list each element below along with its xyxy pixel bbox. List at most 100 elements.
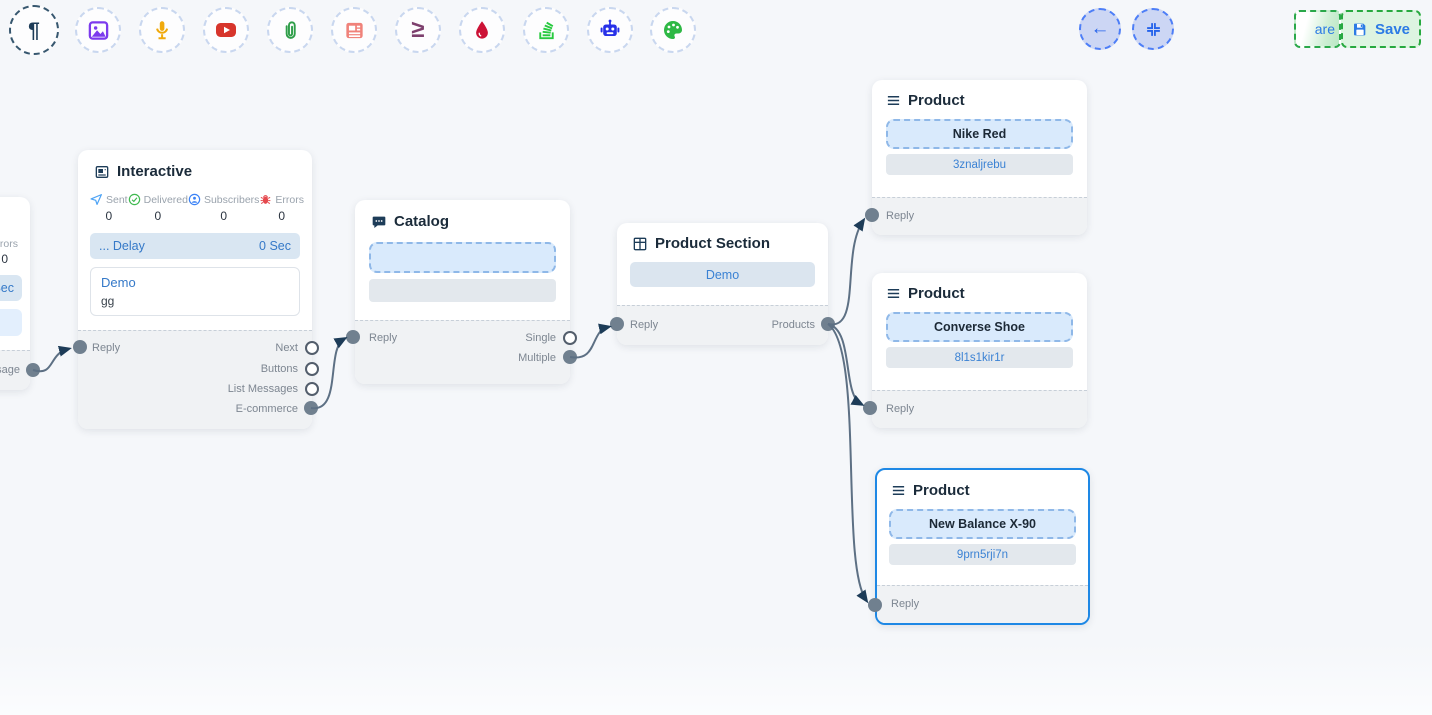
stack-icon [538,21,554,39]
fit-view-button[interactable] [1132,8,1174,50]
product-id: 9prn5rji7n [956,548,1009,561]
output-handle[interactable] [563,331,577,345]
message-node-footer: essage [0,350,30,390]
product-node-header: Product [872,80,1087,109]
send-icon [90,194,102,205]
product-section-footer: Reply Products [617,305,828,345]
output-single[interactable]: Single [525,331,577,345]
share-button-label: are [1314,21,1335,37]
compress-icon [1146,22,1160,36]
catalog-icon [372,216,386,228]
product-node-footer: Reply [872,197,1087,235]
output-multiple[interactable]: Multiple [518,351,577,365]
reply-input-label: Reply [886,403,915,415]
product-name: Converse Shoe [933,320,1025,334]
message-node-partial[interactable]: Errors 0 Sec essage [0,197,30,390]
product-id-box[interactable]: 9prn5rji7n [889,544,1076,565]
product-id: 3znaljrebu [952,158,1007,171]
reply-input-label: Reply [891,598,920,610]
product-name-box[interactable]: New Balance X-90 [889,509,1076,539]
reply-input-label: Reply [886,210,915,222]
output-list-messages[interactable]: List Messages [228,382,319,396]
stat-subscribers: Subscribers 0 [188,193,259,223]
toolbar-item-audio[interactable] [139,7,185,53]
product-node-footer: Reply [877,585,1088,623]
product-node-nike-red[interactable]: Product Nike Red 3znaljrebu Reply [872,80,1087,235]
node-title: Catalog [394,213,450,230]
output-handle[interactable] [305,341,319,355]
delivered-icon [128,193,140,206]
menu-bars-icon [892,486,905,495]
section-name: Demo [705,267,740,282]
product-node-header: Product [872,273,1087,302]
reply-input-label: Reply [369,332,398,344]
toolbar-item-condition[interactable]: ≥ [395,7,441,53]
output-next[interactable]: Next [275,341,319,355]
interactive-node[interactable]: Interactive Sent 0 Delivered 0 [78,150,319,429]
catalog-node[interactable]: Catalog Reply Single Multiple [355,200,577,384]
products-output-label: Products [771,319,815,331]
paperclip-icon [285,20,296,39]
catalog-placeholder-box[interactable] [369,279,556,302]
output-handle-connected[interactable] [305,402,319,416]
menu-bars-icon [887,289,900,298]
product-id-box[interactable]: 3znaljrebu [886,154,1073,175]
delay-row[interactable]: Sec [0,275,22,301]
greater-equal-icon: ≥ [411,16,425,43]
catalog-dropzone[interactable] [369,242,556,273]
product-name: Nike Red [952,127,1007,141]
back-button[interactable]: ← [1079,8,1121,50]
section-name-box[interactable]: Demo [630,262,815,287]
node-title: Product Section [655,235,771,252]
product-name: New Balance X-90 [929,517,1036,531]
product-section-node[interactable]: Product Section Demo Reply Products [617,223,828,345]
stat-errors: Errors 0 [259,193,304,223]
message-title: Demo [101,275,136,290]
message-content-box[interactable] [0,309,22,336]
product-name-box[interactable]: Nike Red [886,119,1073,149]
save-icon [1353,23,1366,36]
output-handle[interactable] [305,382,319,396]
toolbar-item-attachment[interactable] [267,7,313,53]
reply-input-label: Reply [92,342,121,354]
errors-icon [261,195,271,204]
product-name-box[interactable]: Converse Shoe [886,312,1073,342]
toolbar-item-video[interactable] [203,7,249,53]
stats-row: Sent 0 Delivered 0 Subscribers [78,193,312,223]
droplet-icon [476,21,488,39]
interactive-message-box[interactable]: Demo gg [90,267,300,316]
interactive-node-header: Interactive [78,150,312,180]
toolbar-item-theme[interactable] [650,7,696,53]
node-title: Product [908,285,965,302]
output-handle-connected[interactable] [563,351,577,365]
delay-unit-label: Sec [0,281,14,295]
product-id-box[interactable]: 8l1s1kir1r [886,347,1073,368]
product-node-new-balance[interactable]: Product New Balance X-90 9prn5rji7n Repl… [875,468,1090,625]
catalog-node-header: Catalog [355,200,570,230]
share-button-partial[interactable]: are [1294,10,1341,48]
video-icon [216,23,236,37]
output-handle[interactable] [305,362,319,376]
node-title: Interactive [117,163,193,180]
toolbar-item-text[interactable]: ¶ [9,5,59,55]
reply-input-label: Reply [630,319,659,331]
save-button[interactable]: Save [1341,10,1421,48]
grid-icon [633,237,647,250]
message-output-label: essage [0,364,20,376]
toolbar-item-bot[interactable] [587,7,633,53]
microphone-icon [156,21,169,40]
toolbar-item-image[interactable] [75,7,121,53]
output-buttons[interactable]: Buttons [261,362,319,376]
toolbar-item-template[interactable] [331,7,377,53]
toolbar-item-sequence[interactable] [523,7,569,53]
newspaper-icon [345,22,363,38]
catalog-node-footer: Reply Single Multiple [355,320,577,384]
product-node-converse-shoe[interactable]: Product Converse Shoe 8l1s1kir1r Reply [872,273,1087,428]
toolbar-item-drip[interactable] [459,7,505,53]
product-node-header: Product [877,470,1088,499]
product-node-footer: Reply [872,390,1087,428]
output-ecommerce[interactable]: E-commerce [236,402,319,416]
stat-delivered: Delivered 0 [128,193,188,223]
delay-row[interactable]: ... Delay 0 Sec [90,233,300,259]
delay-value: 0 Sec [259,239,291,253]
